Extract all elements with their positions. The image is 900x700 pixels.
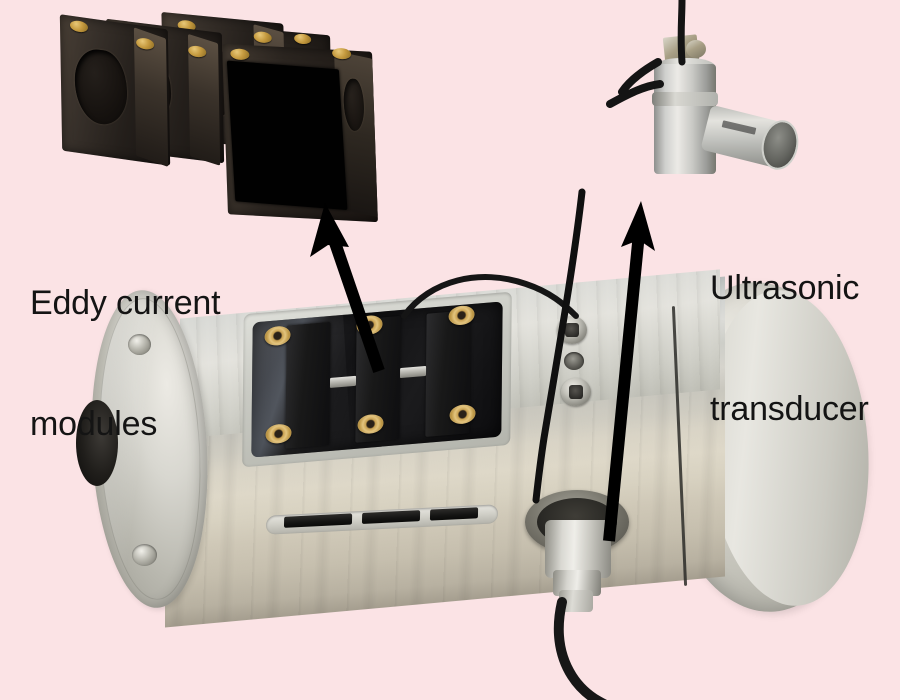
sensor-metal-bar-1 xyxy=(329,375,357,388)
eddy-module-1 xyxy=(59,14,171,167)
left-flange-bolt-bottom xyxy=(132,544,157,566)
transducer-mount-barrel xyxy=(545,520,611,578)
transducer-top-nut xyxy=(686,40,706,58)
left-side-connector xyxy=(76,400,118,486)
ultrasonic-label-line-2: transducer xyxy=(710,389,869,428)
bottom-cable xyxy=(553,597,608,700)
ultrasonic-transducer-label: Ultrasonic transducer xyxy=(710,188,869,509)
ultrasonic-transducer-photo xyxy=(606,0,844,200)
arrow-to-eddy-modules xyxy=(310,203,385,373)
eddy-module-front-face xyxy=(226,60,348,211)
eddy-label-line-1: Eddy current xyxy=(30,284,221,323)
instrumented-pipe-spool xyxy=(70,188,880,700)
panel-cable xyxy=(401,274,579,319)
left-flange-bolt-top xyxy=(128,334,151,355)
inspection-slot-segment-1 xyxy=(283,513,353,528)
transducer-inset-side-cable xyxy=(606,80,664,108)
ultrasonic-label-line-1: Ultrasonic xyxy=(710,269,860,308)
eddy-current-modules-photo xyxy=(55,8,385,223)
inspection-slot-segment-2 xyxy=(361,510,421,524)
transducer-signal-cable xyxy=(532,188,586,504)
transducer-body-collar xyxy=(652,92,718,106)
transducer-inset-top-cable xyxy=(618,0,686,96)
side-port-middle xyxy=(564,352,584,370)
side-bolt-lower xyxy=(561,378,591,406)
eddy-current-modules-label: Eddy current modules xyxy=(30,203,221,524)
arrow-to-ultrasonic-transducer xyxy=(603,201,655,542)
transducer-cable-gland xyxy=(559,590,593,612)
eddy-label-line-2: modules xyxy=(30,404,158,443)
transducer-body xyxy=(654,64,716,174)
